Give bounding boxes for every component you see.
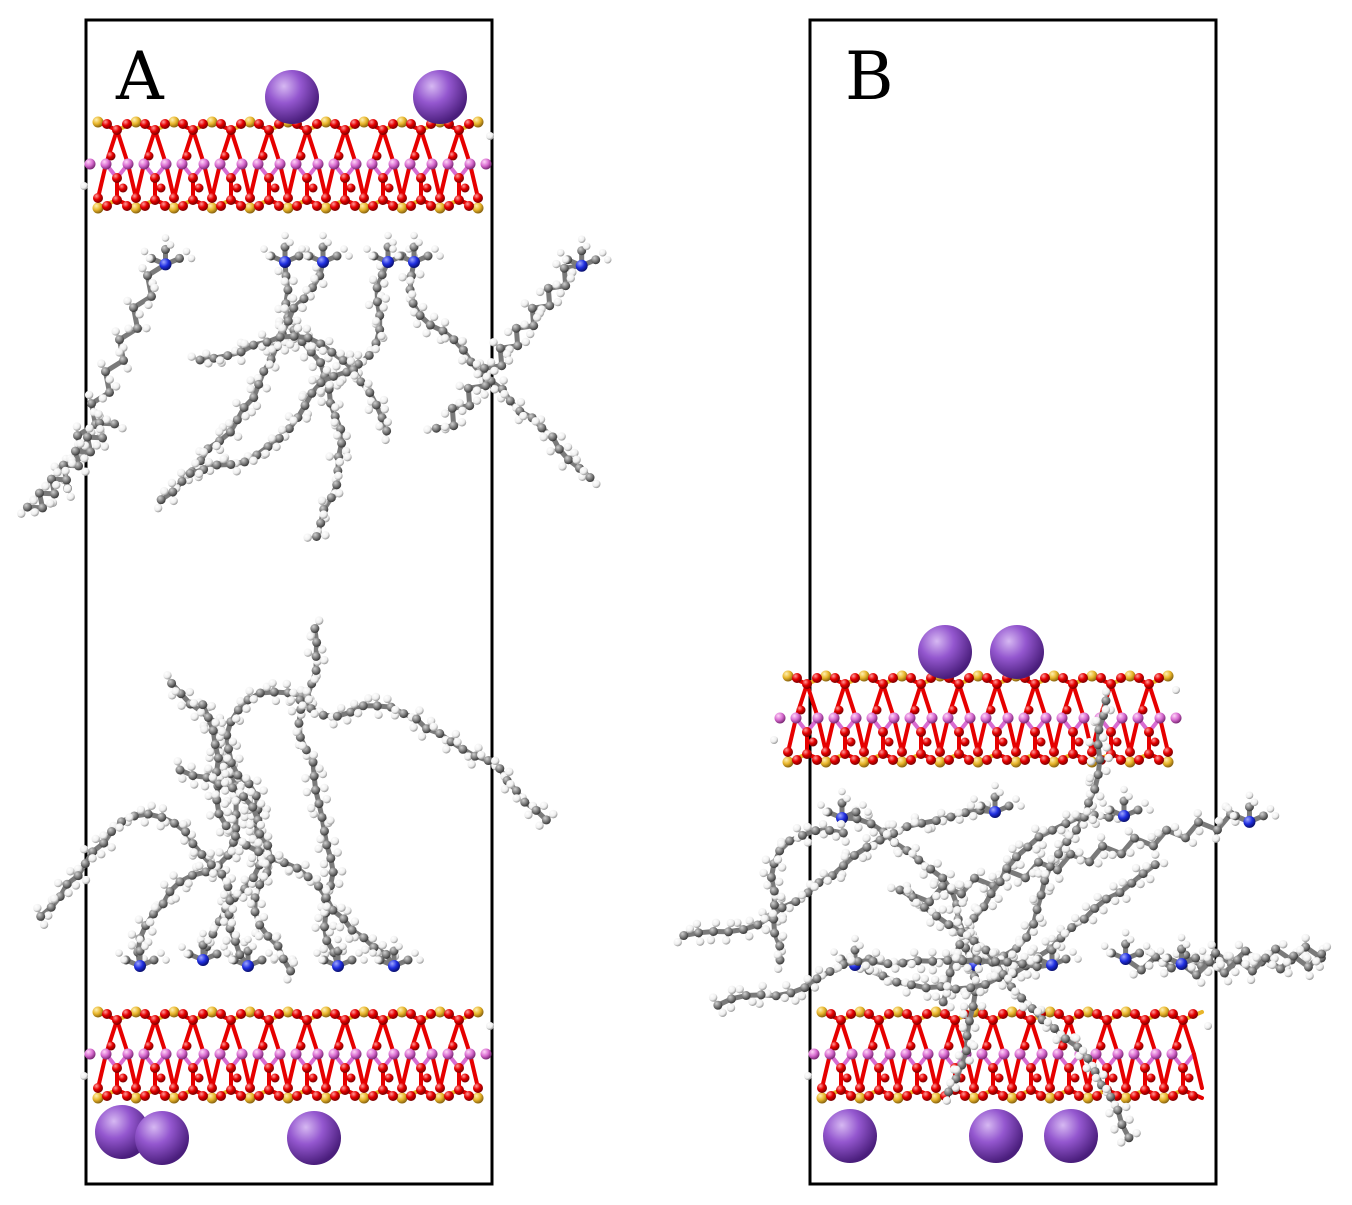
surfactant-a4	[176, 231, 418, 482]
potassium-ion	[265, 70, 319, 124]
potassium-ion	[135, 1111, 189, 1165]
surfactant-a13	[286, 692, 558, 830]
surfactant-a10	[33, 801, 278, 972]
potassium-ions	[95, 70, 1098, 1165]
clay-sheet-a-bottom	[80, 1006, 494, 1104]
clay-sheet-a-top	[80, 116, 494, 214]
potassium-ion	[969, 1109, 1023, 1163]
potassium-ion	[1044, 1109, 1098, 1163]
surfactant-a7	[187, 324, 392, 445]
simulation-box-b	[808, 18, 1218, 1186]
surfactant-a14	[173, 757, 299, 984]
panel-label-b: B	[845, 38, 894, 115]
panel-label-a: A	[116, 38, 164, 115]
surfactant-b11	[887, 883, 1141, 1147]
surfactant-a1-tail	[17, 409, 127, 518]
surfactant-a6	[423, 235, 612, 434]
simulation-box-a	[84, 18, 494, 1186]
potassium-ion	[95, 1105, 149, 1159]
surfactant-b2	[673, 781, 1025, 947]
potassium-ion	[413, 70, 467, 124]
surfactant-b10	[759, 819, 850, 974]
surfactant-chains	[17, 231, 1332, 1147]
surfactant-a2	[260, 231, 352, 542]
potassium-ion	[823, 1109, 877, 1163]
potassium-ion	[287, 1111, 341, 1165]
potassium-ion	[990, 625, 1044, 679]
surfactant-b9	[1156, 933, 1332, 987]
clay-sheet-b-upper	[770, 670, 1182, 768]
potassium-ion	[918, 625, 972, 679]
clay-sheets	[80, 116, 1212, 1104]
clay-sheet-b-lower	[804, 1006, 1212, 1104]
